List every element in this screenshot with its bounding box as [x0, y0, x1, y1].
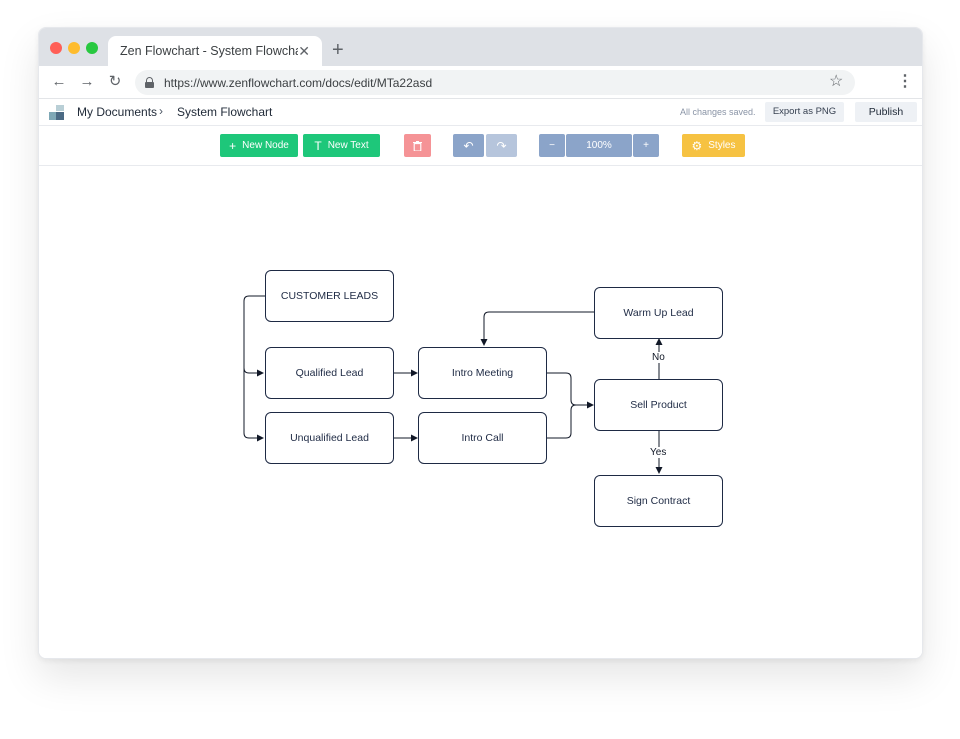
zoom-level: 100% [566, 134, 632, 157]
node-sign-contract[interactable]: Sign Contract [594, 475, 723, 527]
styles-button[interactable]: ⚙ Styles [682, 134, 745, 157]
edge-leads-to-qualified [244, 296, 265, 373]
plus-icon: + [229, 139, 236, 153]
reload-icon[interactable]: ↻ [103, 70, 127, 94]
delete-button[interactable] [404, 134, 431, 157]
save-status: All changes saved. [680, 107, 756, 117]
forward-arrow-icon[interactable]: → [75, 70, 99, 94]
tab-strip: Zen Flowchart - System Flowchart ✕ + [39, 28, 922, 66]
edge-leads-to-unqualified [244, 368, 263, 438]
breadcrumb-my-documents[interactable]: My Documents [77, 105, 157, 119]
node-sell-product[interactable]: Sell Product [594, 379, 723, 431]
zoom-out-button[interactable]: − [539, 134, 565, 157]
styles-label: Styles [708, 140, 735, 151]
zoom-in-button[interactable]: + [633, 134, 659, 157]
node-intro-call[interactable]: Intro Call [418, 412, 547, 464]
minimize-window-button[interactable] [68, 42, 80, 54]
undo-icon: ↶ [463, 139, 473, 153]
new-node-label: New Node [242, 140, 289, 151]
plus-icon: + [643, 140, 649, 151]
edge-call-to-sell [547, 405, 576, 438]
zen-logo-icon[interactable] [49, 105, 65, 121]
edge-label-yes: Yes [648, 447, 668, 458]
edge-label-no: No [650, 352, 667, 363]
browser-window: Zen Flowchart - System Flowchart ✕ + ← →… [38, 27, 923, 659]
node-customer-leads[interactable]: CUSTOMER LEADS [265, 270, 394, 322]
node-intro-meeting[interactable]: Intro Meeting [418, 347, 547, 399]
undo-button[interactable]: ↶ [453, 134, 484, 157]
new-text-label: New Text [328, 140, 369, 151]
chevron-right-icon: › [159, 104, 163, 118]
text-icon: T [314, 139, 321, 153]
edge-meeting-to-sell [547, 373, 593, 405]
maximize-window-button[interactable] [86, 42, 98, 54]
trash-icon [413, 141, 422, 151]
redo-icon: ↷ [496, 139, 506, 153]
node-unqualified-lead[interactable]: Unqualified Lead [265, 412, 394, 464]
new-node-button[interactable]: + New Node [220, 134, 298, 157]
redo-button[interactable]: ↷ [486, 134, 517, 157]
address-bar: ← → ↻ https://www.zenflowchart.com/docs/… [39, 66, 922, 99]
bookmark-star-icon[interactable]: ☆ [829, 70, 843, 94]
minus-icon: − [549, 140, 555, 151]
url-field[interactable]: https://www.zenflowchart.com/docs/edit/M… [135, 70, 855, 95]
editor-toolbar: + New Node T New Text ↶ ↷ − 100% + [39, 126, 922, 166]
app-header: My Documents › System Flowchart All chan… [39, 99, 922, 126]
back-arrow-icon[interactable]: ← [47, 70, 71, 94]
zoom-value: 100% [586, 140, 612, 151]
document-title[interactable]: System Flowchart [177, 105, 272, 119]
lock-icon [145, 77, 154, 88]
publish-button[interactable]: Publish [855, 102, 917, 122]
close-icon[interactable]: ✕ [298, 43, 310, 60]
export-png-button[interactable]: Export as PNG [765, 102, 844, 122]
flowchart-canvas[interactable]: CUSTOMER LEADS Qualified Lead Unqualifie… [39, 166, 922, 659]
new-tab-button[interactable]: + [332, 36, 344, 64]
browser-menu-icon[interactable]: ⋮ [897, 70, 913, 94]
node-qualified-lead[interactable]: Qualified Lead [265, 347, 394, 399]
gear-icon: ⚙ [692, 139, 703, 153]
new-text-button[interactable]: T New Text [303, 134, 380, 157]
browser-tab[interactable]: Zen Flowchart - System Flowchart ✕ [108, 36, 322, 66]
node-warm-up-lead[interactable]: Warm Up Lead [594, 287, 723, 339]
url-text: https://www.zenflowchart.com/docs/edit/M… [164, 76, 432, 90]
close-window-button[interactable] [50, 42, 62, 54]
tab-title: Zen Flowchart - System Flowchart [120, 44, 298, 58]
edge-warmup-to-meeting [484, 312, 594, 345]
